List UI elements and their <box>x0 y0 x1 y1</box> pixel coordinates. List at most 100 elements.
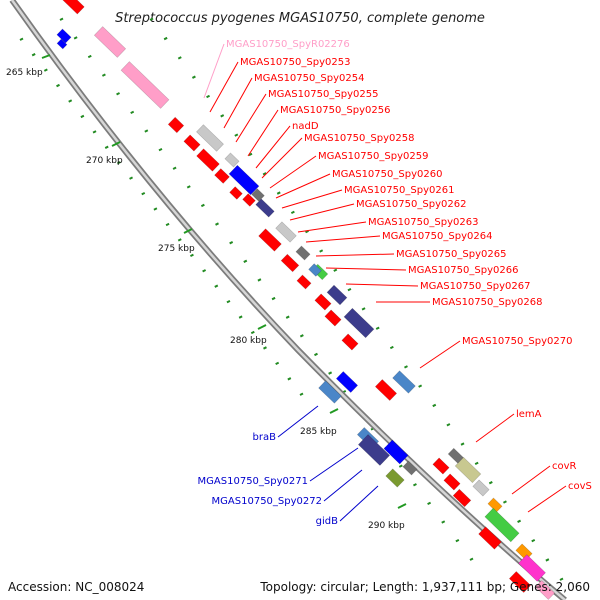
gc-dot-mid <box>243 259 248 263</box>
gene-label: MGAS10750_Spy0272 <box>212 496 322 507</box>
gene-feature <box>374 379 398 401</box>
gene-feature <box>508 571 532 593</box>
leader-lines <box>203 43 567 522</box>
gene-feature <box>484 507 520 543</box>
tick-285: 285 kbp <box>300 408 339 437</box>
gc-dot-outer <box>202 269 207 273</box>
gc-dot-mid <box>314 352 318 357</box>
gc-dot-mid <box>186 185 191 189</box>
gene-feature <box>314 293 332 311</box>
gene-feature <box>275 221 297 243</box>
gene-label: braB <box>253 432 277 443</box>
gene-feature <box>251 188 265 202</box>
leader-line <box>305 235 381 243</box>
tick-label-290: 290 kbp <box>368 521 405 531</box>
gene-label: MGAS10750_Spy0254 <box>254 73 364 84</box>
gc-dot-mid <box>215 222 219 226</box>
gene-feature <box>452 488 472 508</box>
gc-dot-inner <box>276 191 281 195</box>
leader-line <box>309 447 359 482</box>
gene-feature <box>295 245 311 261</box>
gc-dot-mid <box>73 36 78 40</box>
gene-feature <box>472 479 490 497</box>
leader-line <box>275 173 331 199</box>
gene-feature <box>432 457 450 475</box>
gc-dot-inner <box>234 133 239 137</box>
gc-dot-inner <box>559 577 564 581</box>
gene-feature <box>228 164 260 196</box>
gene-feature <box>518 554 546 582</box>
gene-label: covR <box>552 461 577 472</box>
leader-line <box>339 485 379 522</box>
gc-dot-inner <box>389 345 394 350</box>
gc-dot-mid <box>116 92 120 96</box>
gene-feature <box>56 38 68 50</box>
gene-label: MGAS10750_Spy0255 <box>268 89 378 100</box>
gene-label: covS <box>568 481 592 492</box>
gene-label: MGAS10750_Spy0263 <box>368 217 478 228</box>
gene-feature <box>357 434 391 466</box>
gc-dot-inner <box>163 36 168 41</box>
gc-dot-mid <box>101 73 106 77</box>
gene-feature <box>487 497 503 513</box>
accession-text: Accession: NC_008024 <box>8 580 145 594</box>
gc-dot-track <box>19 17 564 581</box>
gene-label: MGAS10750_SpyR02276 <box>226 39 350 50</box>
gc-dot-mid <box>299 334 304 338</box>
gc-dot-mid <box>59 17 64 21</box>
gene-label: MGAS10750_Spy0261 <box>344 185 454 196</box>
tick-label-270: 270 kbp <box>86 156 123 166</box>
leader-line <box>209 61 239 113</box>
gc-dot-mid <box>229 241 234 245</box>
gene-feature <box>443 473 461 491</box>
gc-dot-inner <box>220 114 225 118</box>
rrna-feature <box>120 61 170 109</box>
gc-dot-inner <box>262 172 267 176</box>
gene-feature <box>55 0 85 15</box>
gc-dot-inner <box>545 558 550 562</box>
tick-label-285: 285 kbp <box>300 427 337 437</box>
tick-280: 280 kbp <box>230 324 267 346</box>
gene-labels: MGAS10750_SpyR02276MGAS10750_Spy0253MGAS… <box>198 39 592 527</box>
gene-feature <box>341 333 359 351</box>
gc-dot-outer <box>287 377 292 381</box>
topology-text: Topology: circular; Length: 1,937,111 bp… <box>260 580 590 594</box>
gc-dot-outer <box>177 238 182 242</box>
gene-label: MGAS10750_Spy0270 <box>462 336 572 347</box>
gc-dot-mid <box>257 278 262 282</box>
gene-feature <box>402 460 418 476</box>
feature-track <box>55 0 556 600</box>
gc-dot-inner <box>290 210 295 214</box>
gc-dot-inner <box>305 230 309 234</box>
gene-feature <box>385 468 405 488</box>
leader-line <box>247 109 279 157</box>
gc-dot-outer <box>226 299 231 304</box>
gc-dot-inner <box>206 94 210 99</box>
leader-line <box>297 221 367 233</box>
gc-dot-inner <box>361 307 366 311</box>
gc-dot-inner <box>333 268 338 272</box>
gc-dot-mid <box>200 203 205 208</box>
gc-dot-outer <box>275 361 280 366</box>
gc-dot-outer <box>153 207 158 211</box>
gene-label: gidB <box>316 516 338 527</box>
leader-line <box>269 155 317 189</box>
gene-feature <box>214 168 230 184</box>
gc-dot-outer <box>43 68 48 72</box>
gc-dot-mid <box>413 483 417 487</box>
gene-feature <box>478 526 502 550</box>
gene-feature <box>183 134 201 152</box>
gc-dot-inner <box>474 461 479 466</box>
gc-dot-outer <box>19 37 24 41</box>
gc-dot-inner <box>319 249 324 253</box>
gc-dot-inner <box>460 442 465 446</box>
gene-feature <box>255 198 275 218</box>
tick-label-280: 280 kbp <box>230 336 267 346</box>
gene-feature <box>318 380 342 404</box>
gene-label: MGAS10750_Spy0271 <box>198 476 308 487</box>
gene-feature <box>326 284 348 306</box>
gene-feature <box>167 116 185 134</box>
gc-dot-outer <box>92 130 97 134</box>
gc-dot-outer <box>56 83 60 88</box>
gene-label: nadD <box>292 121 319 132</box>
